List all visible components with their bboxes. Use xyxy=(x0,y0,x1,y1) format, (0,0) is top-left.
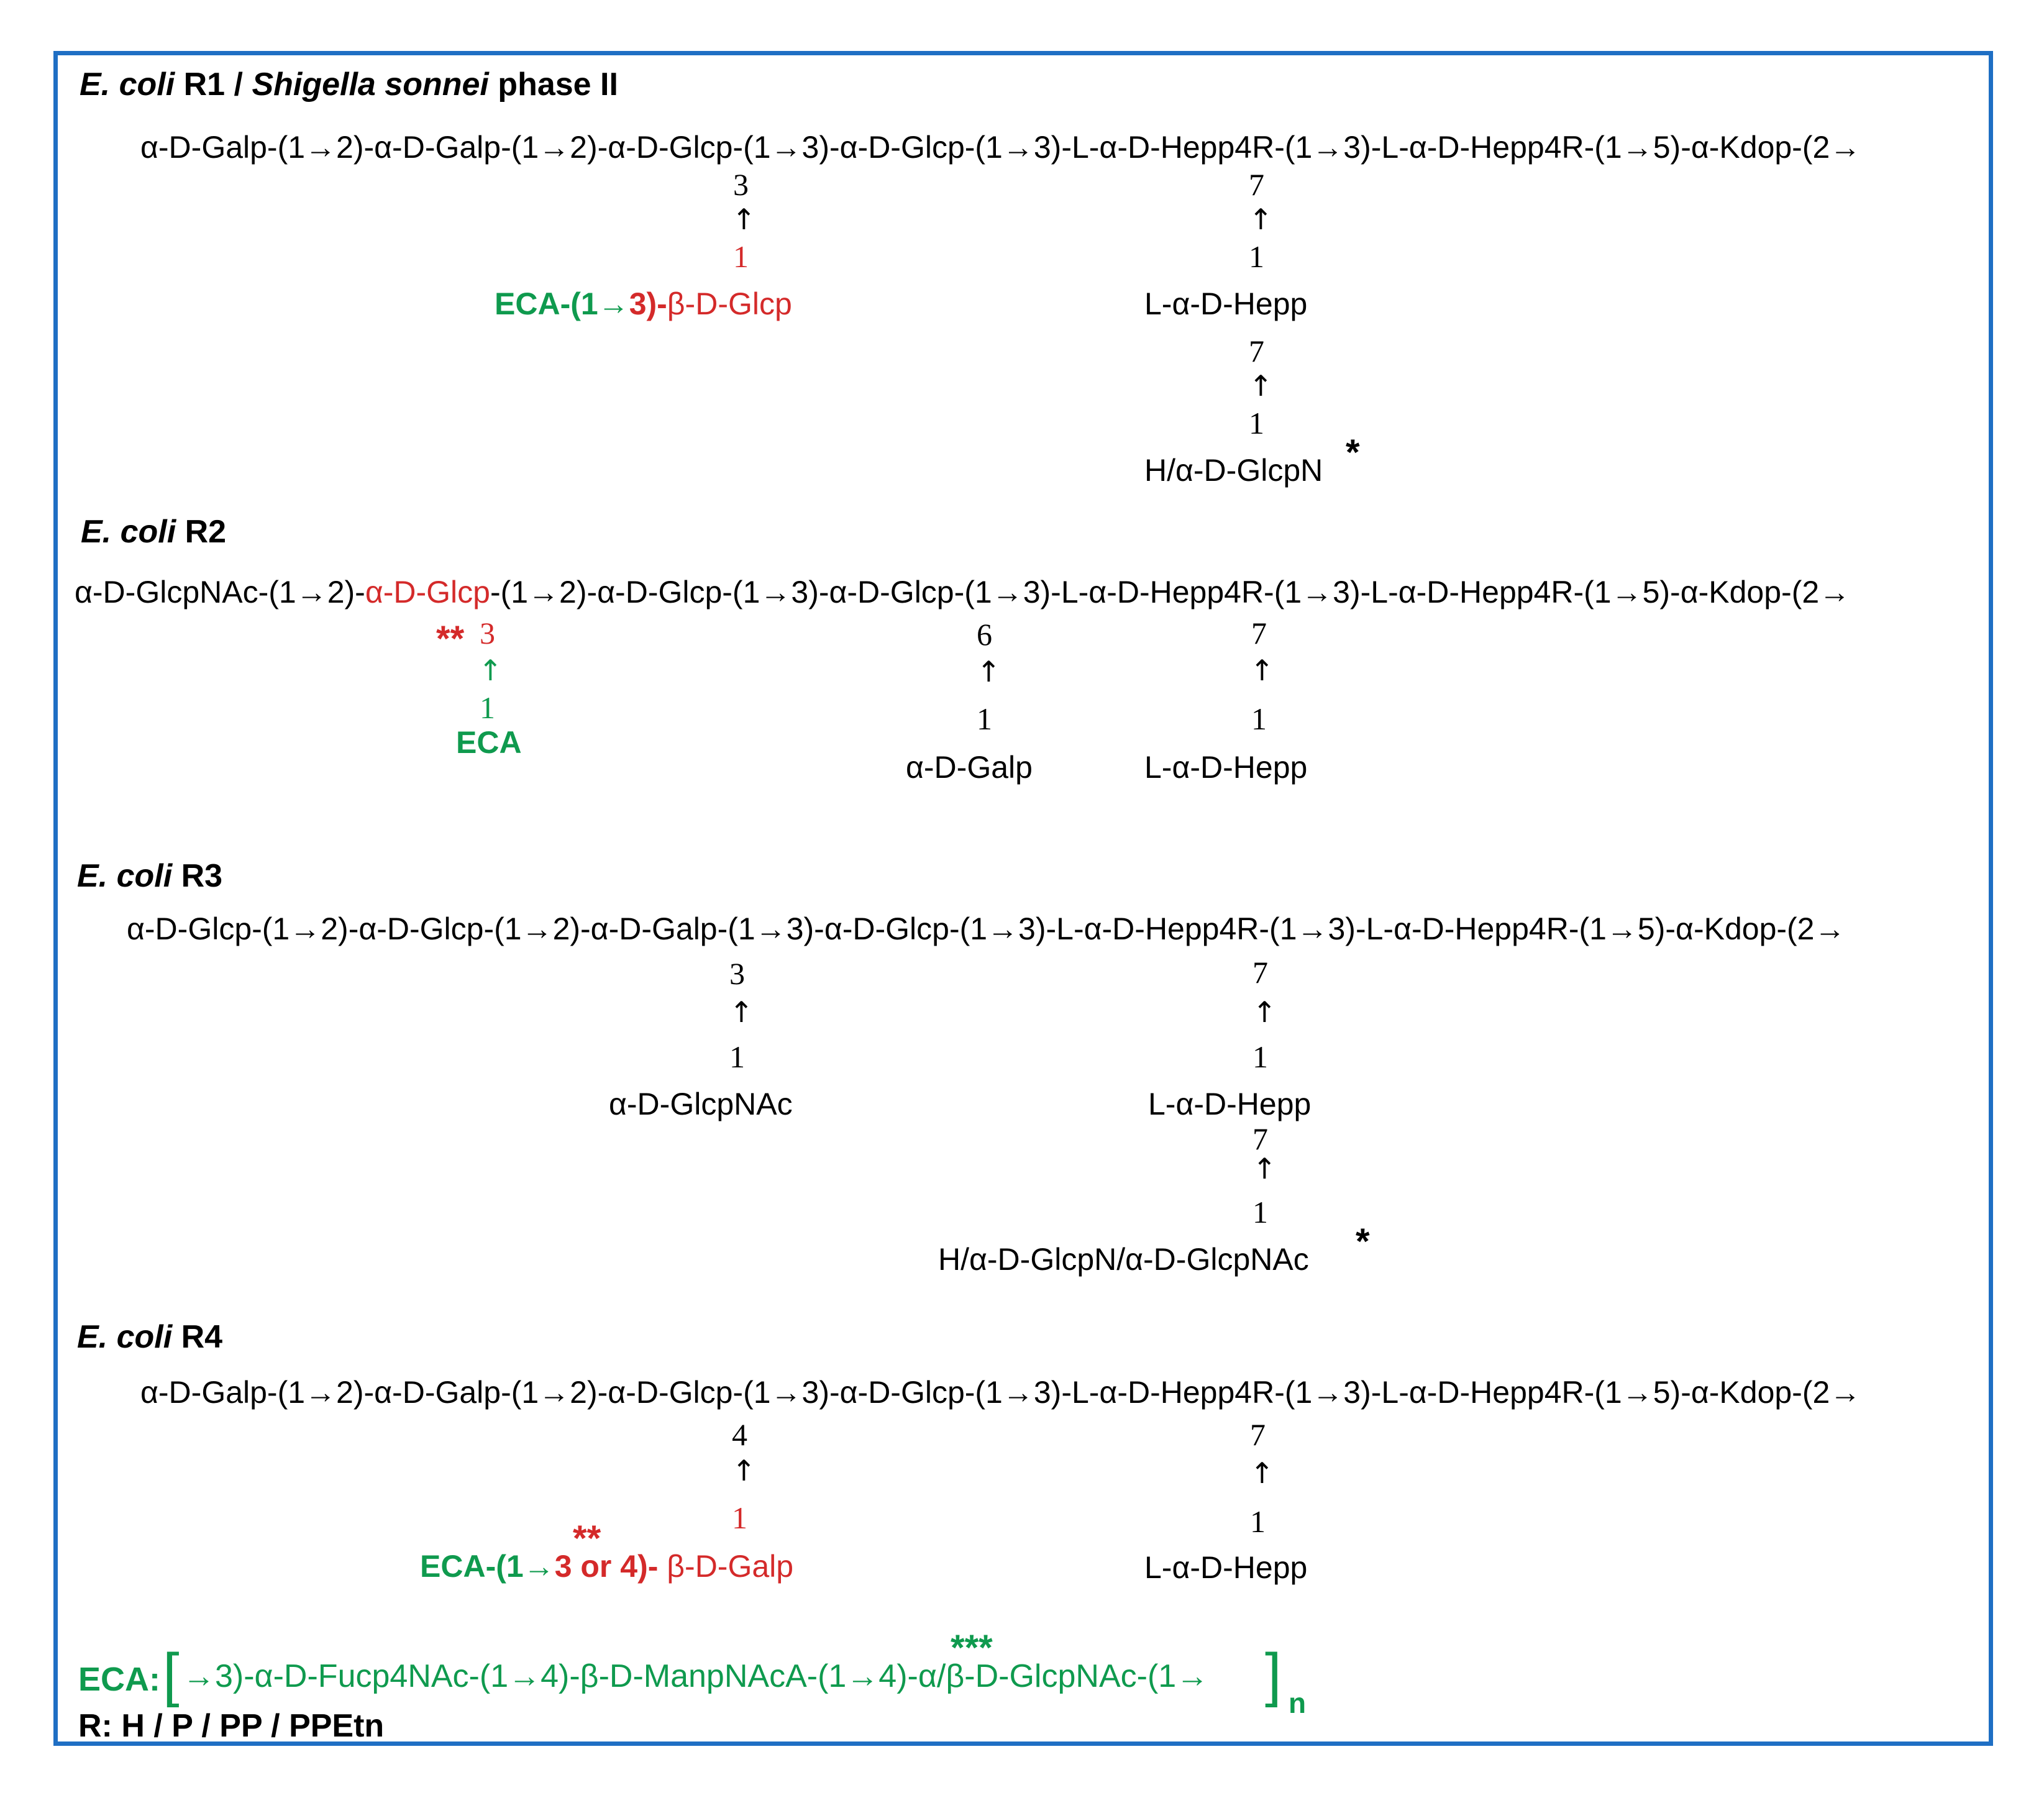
r2-branch1-one: 1 xyxy=(480,690,495,725)
r3-branch2-one: 1 xyxy=(1252,1039,1268,1074)
r1-branch1-position: 3 xyxy=(733,167,749,202)
r3-branch3-label: H/α-D-GlcpN/α-D-GlcpNAc xyxy=(938,1242,1309,1277)
r2-branch3-position: 7 xyxy=(1251,616,1267,650)
r1-eca-position: 3)- xyxy=(629,286,667,321)
r2-branch1-stars: ** xyxy=(436,619,465,659)
r1-species: E. coli xyxy=(80,66,175,103)
r4-branch1-position: 4 xyxy=(732,1417,747,1452)
r1-branch3-position: 7 xyxy=(1249,334,1264,368)
r2-branch2-position: 6 xyxy=(977,617,992,652)
r1-branch2-position: 7 xyxy=(1249,167,1264,202)
r2-chain-eca-glc: α-D-Glcp xyxy=(365,575,490,609)
r-definition: R: H / P / PP / PPEtn xyxy=(78,1708,385,1744)
r1-eca-sugar: β-D-Glcp xyxy=(667,286,792,321)
r2-species: E. coli xyxy=(81,514,176,550)
r2-main-chain: α-D-GlcpNAc-(1→2)-α-D-Glcp-(1→2)-α-D-Glc… xyxy=(75,577,1850,608)
r4-branch1-stars: ** xyxy=(573,1518,601,1559)
r4-eca-link: ECA-(1→ xyxy=(420,1549,555,1584)
r3-branch1-label: α-D-GlcpNAc xyxy=(609,1087,793,1121)
r1-branch2-one: 1 xyxy=(1249,239,1264,274)
r4-eca-position: 3 or 4)- xyxy=(554,1549,659,1584)
r1-species2: Shigella sonnei xyxy=(252,66,489,103)
figure-border xyxy=(53,51,1993,1746)
r1-phase: phase II xyxy=(488,66,618,103)
r2-branch3-one: 1 xyxy=(1251,701,1267,736)
r4-branch2-position: 7 xyxy=(1250,1417,1266,1452)
r3-branch1-arrow: ↑ xyxy=(729,995,754,1029)
r1-branch3-star: * xyxy=(1346,432,1360,473)
r4-main-chain: α-D-Galp-(1→2)-α-D-Galp-(1→2)-α-D-Glcp-(… xyxy=(140,1375,1861,1410)
r3-branch1-position: 3 xyxy=(729,956,745,991)
r3-branch2-position: 7 xyxy=(1252,955,1268,990)
r1-branch1-label: ECA-(1→3)-β-D-Glcp xyxy=(495,288,792,319)
eca-stars: *** xyxy=(951,1628,993,1668)
r1-branch2-label: L-α-D-Hepp xyxy=(1144,286,1308,321)
r4-branch2-arrow: ↑ xyxy=(1250,1456,1274,1490)
r1-branch3-label: H/α-D-GlcpN xyxy=(1144,453,1323,488)
r2-branch1-label: ECA xyxy=(456,725,522,760)
r4-branch1-label: ECA-(1→3 or 4)- β-D-Galp xyxy=(420,1551,793,1582)
eca-bracket-open: [ xyxy=(163,1641,180,1708)
r4-type: R4 xyxy=(172,1319,223,1355)
r3-main-chain: α-D-Glcp-(1→2)-α-D-Glcp-(1→2)-α-D-Galp-(… xyxy=(127,911,1846,946)
r3-type: R3 xyxy=(172,858,223,894)
r2-chain-rest: -(1→2)-α-D-Glcp-(1→3)-α-D-Glcp-(1→3)-L-α… xyxy=(490,575,1851,609)
r3-species: E. coli xyxy=(77,858,173,894)
r1-branch1-one: 1 xyxy=(733,239,749,274)
r2-branch1-position: 3 xyxy=(480,616,495,650)
r1-header: E. coli R1 / Shigella sonnei phase II xyxy=(80,68,618,101)
r3-branch1-one: 1 xyxy=(729,1039,745,1074)
r2-branch3-label: L-α-D-Hepp xyxy=(1144,750,1308,785)
r3-branch2-label: L-α-D-Hepp xyxy=(1148,1087,1312,1121)
r1-branch3-arrow: ↑ xyxy=(1249,369,1273,403)
eca-bracket-close: ] xyxy=(1265,1641,1282,1708)
r3-branch3-one: 1 xyxy=(1252,1195,1268,1230)
r4-branch1-arrow: ↑ xyxy=(732,1454,756,1487)
r2-type: R2 xyxy=(176,514,227,550)
r3-branch3-star: * xyxy=(1356,1221,1370,1262)
r2-branch2-one: 1 xyxy=(977,701,992,736)
r2-chain-start: α-D-GlcpNAc-(1→2)- xyxy=(75,575,365,609)
eca-subscript-n: n xyxy=(1289,1687,1307,1719)
r2-header: E. coli R2 xyxy=(81,516,226,548)
r2-branch2-label: α-D-Galp xyxy=(906,750,1033,785)
eca-label: ECA: xyxy=(78,1661,160,1698)
r1-branch2-arrow: ↑ xyxy=(1249,203,1273,236)
r2-branch3-arrow: ↑ xyxy=(1250,654,1274,687)
r1-main-chain: α-D-Galp-(1→2)-α-D-Galp-(1→2)-α-D-Glcp-(… xyxy=(140,130,1861,165)
r4-branch2-label: L-α-D-Hepp xyxy=(1144,1550,1308,1585)
r2-branch1-arrow: ↑ xyxy=(478,654,503,687)
r3-header: E. coli R3 xyxy=(77,860,222,892)
r1-branch3-one: 1 xyxy=(1249,406,1264,440)
r1-type: R1 / xyxy=(183,66,252,103)
eca-repeat-unit: →3)-α-D-Fucp4NAc-(1→4)-β-D-ManpNAcA-(1→4… xyxy=(183,1658,1209,1694)
r2-branch2-arrow: ↑ xyxy=(977,655,1001,688)
r3-branch2-arrow: ↑ xyxy=(1252,995,1277,1029)
r4-eca-sugar: β-D-Galp xyxy=(658,1549,794,1584)
r4-branch2-one: 1 xyxy=(1250,1504,1266,1539)
r1-eca-link: ECA-(1→ xyxy=(495,286,629,321)
r4-species: E. coli xyxy=(77,1319,173,1355)
r3-branch3-position: 7 xyxy=(1252,1121,1268,1156)
r1-branch1-arrow: ↑ xyxy=(732,203,756,236)
r4-branch1-one: 1 xyxy=(732,1500,747,1535)
r4-header: E. coli R4 xyxy=(77,1321,222,1353)
r3-branch3-arrow: ↑ xyxy=(1252,1152,1277,1185)
